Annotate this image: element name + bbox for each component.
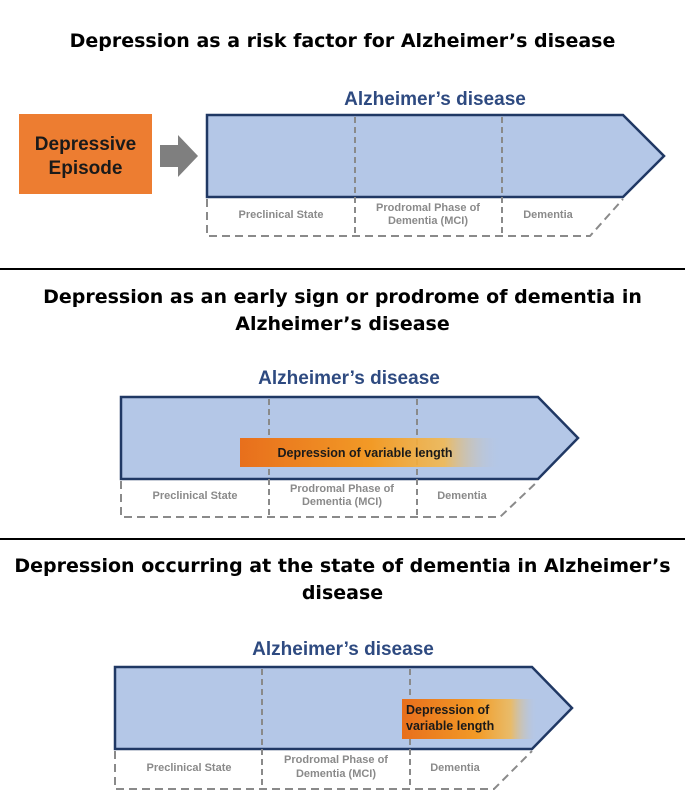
- panel-3-disease-label: Alzheimer’s disease: [252, 639, 434, 660]
- panel-3-depression-label-line2: variable length: [406, 719, 494, 733]
- panel-2-depression-bar: [240, 438, 502, 467]
- panel-2-phase-prodromal-line1: Prodromal Phase of: [290, 483, 394, 495]
- panel-2-disease-label: Alzheimer’s disease: [258, 368, 440, 389]
- panel-1-disease-arrow: [205, 113, 666, 199]
- panel-3-phase-dementia: Dementia: [430, 762, 480, 774]
- panel-3: Alzheimer’s disease Depression of variab…: [113, 639, 574, 790]
- panel-2-dashed-outline: [120, 480, 539, 518]
- panel-1-dashed-outline: [206, 198, 624, 237]
- panel-1-phase-prodromal-line2: Dementia (MCI): [388, 215, 468, 227]
- panel-3-depression-bar: [402, 699, 538, 739]
- episode-label-line2: Episode: [49, 158, 123, 179]
- divider-1: [0, 268, 685, 270]
- depressive-episode-box: [19, 114, 152, 194]
- panel-1-disease-label: Alzheimer’s disease: [344, 89, 526, 110]
- panel-3-phase-prodromal-line2: Dementia (MCI): [296, 768, 376, 780]
- panel-2: Alzheimer’s disease Depression of variab…: [119, 368, 580, 518]
- gray-arrow-icon: [160, 135, 198, 177]
- panel-3-depression-label-line1: Depression of: [406, 703, 490, 717]
- panel-3-phase-preclinical: Preclinical State: [147, 762, 232, 774]
- panel-1: Alzheimer’s disease Depressive Episode P…: [19, 89, 666, 237]
- panel-2-title-line2: Alzheimer’s disease: [235, 313, 450, 335]
- panel-3-title-line2: disease: [301, 582, 384, 604]
- episode-label-line1: Depressive: [35, 134, 136, 155]
- panel-2-depression-label: Depression of variable length: [277, 446, 452, 460]
- panel-1-phase-prodromal-line1: Prodromal Phase of: [376, 202, 480, 214]
- panel-3-dashed-outline: [114, 750, 533, 790]
- panel-1-title: Depression as a risk factor for Alzheime…: [69, 30, 616, 52]
- panel-2-phase-dementia: Dementia: [437, 490, 487, 502]
- panel-2-phase-prodromal-line2: Dementia (MCI): [302, 496, 382, 508]
- panel-3-title-line1: Depression occurring at the state of dem…: [14, 555, 671, 577]
- panel-3-phase-prodromal-line1: Prodromal Phase of: [284, 754, 388, 766]
- panel-1-phase-preclinical: Preclinical State: [239, 209, 324, 221]
- divider-2: [0, 538, 685, 540]
- panel-2-phase-preclinical: Preclinical State: [153, 490, 238, 502]
- panel-2-title-line1: Depression as an early sign or prodrome …: [43, 286, 642, 308]
- panel-1-phase-dementia: Dementia: [523, 209, 573, 221]
